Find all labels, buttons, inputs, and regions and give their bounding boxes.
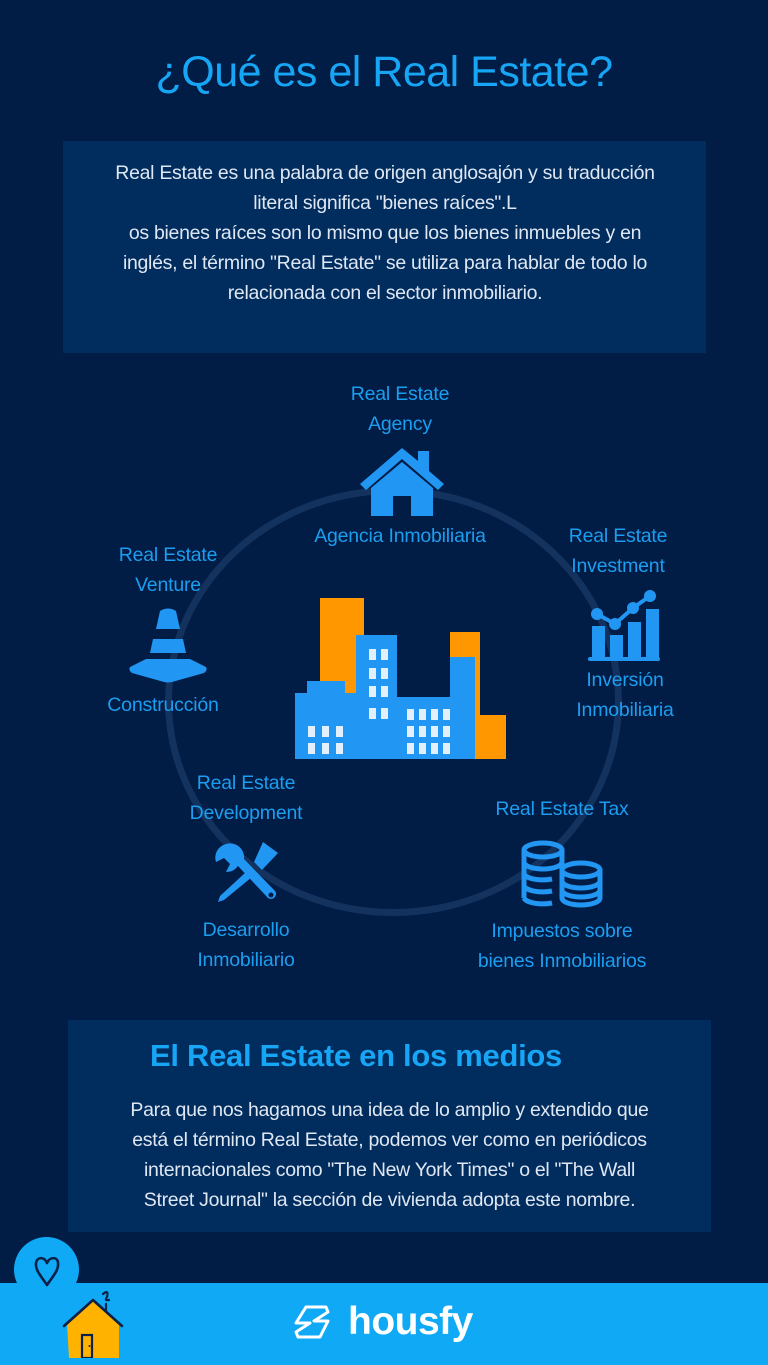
house-drawing-icon (62, 1291, 124, 1358)
intro-line: relacionada con el sector inmobiliario. (227, 282, 543, 304)
venture-title-line: Real Estate (118, 544, 218, 566)
development-title-line: Development (189, 802, 303, 824)
media-line: Street Journal" la sección de vivienda a… (143, 1189, 636, 1211)
intro-line: os bienes raíces son lo mismo que los bi… (128, 222, 642, 244)
development-subtitle-line: Inmobiliario (197, 949, 295, 971)
investment-title-line: Investment (571, 555, 665, 577)
page-title: ¿Qué es el Real Estate? (155, 48, 613, 96)
city-buildings-icon (295, 598, 506, 759)
intro-line: inglés, el término "Real Estate" se util… (122, 252, 648, 274)
media-line: está el término Real Estate, podemos ver… (132, 1129, 647, 1151)
development-title-line: Real Estate (196, 772, 296, 794)
media-panel (68, 1020, 711, 1232)
development-subtitle: Desarrollo Inmobiliario (176, 915, 316, 975)
tax-subtitle-line: bienes Inmobiliarios (477, 950, 647, 972)
intro-line: Real Estate es una palabra de origen ang… (115, 162, 655, 184)
media-text: Para que nos hagamos una idea de lo ampl… (78, 1095, 701, 1215)
heart-bubble (14, 1237, 79, 1302)
tax-title: Real Estate Tax (472, 794, 652, 824)
heart-icon (34, 1256, 60, 1287)
media-line: internacionales como "The New York Times… (144, 1159, 635, 1181)
coins-icon (521, 840, 603, 908)
intro-text: Real Estate es una palabra de origen ang… (80, 158, 690, 308)
agency-subtitle: Agencia Inmobiliaria (290, 521, 510, 551)
tax-subtitle: Impuestos sobre bienes Inmobiliarios (452, 916, 672, 976)
agency-subtitle-line: Agencia Inmobiliaria (314, 525, 486, 547)
brand-name: housfy (348, 1300, 473, 1343)
traffic-cone-icon (129, 608, 207, 683)
investment-title: Real Estate Investment (548, 521, 688, 581)
housfy-logo-icon (294, 1305, 330, 1339)
house-icon (360, 448, 444, 516)
tax-subtitle-line: Impuestos sobre (491, 920, 633, 942)
development-subtitle-line: Desarrollo (202, 919, 290, 941)
venture-title: Real Estate Venture (98, 540, 238, 600)
agency-title-line: Real Estate (350, 383, 450, 405)
investment-subtitle: Inversión Inmobiliaria (555, 665, 695, 725)
investment-subtitle-line: Inmobiliaria (576, 699, 674, 721)
venture-subtitle: Construcción (88, 690, 238, 720)
footer-bar (0, 1283, 768, 1365)
venture-subtitle-line: Construcción (107, 694, 219, 716)
agency-title-line: Agency (368, 413, 432, 435)
investment-subtitle-line: Inversión (586, 669, 664, 691)
media-line: Para que nos hagamos una idea de lo ampl… (130, 1099, 649, 1121)
growth-chart-icon (588, 590, 660, 661)
intro-panel (63, 141, 706, 353)
venture-title-line: Venture (135, 574, 201, 596)
investment-title-line: Real Estate (568, 525, 668, 547)
development-title: Real Estate Development (176, 768, 316, 828)
tax-title-line: Real Estate Tax (495, 798, 629, 820)
media-title: El Real Estate en los medios (150, 1038, 562, 1073)
intro-line: literal significa "bienes raíces".L (253, 192, 517, 214)
tools-icon (215, 842, 278, 902)
agency-title: Real Estate Agency (300, 379, 500, 439)
